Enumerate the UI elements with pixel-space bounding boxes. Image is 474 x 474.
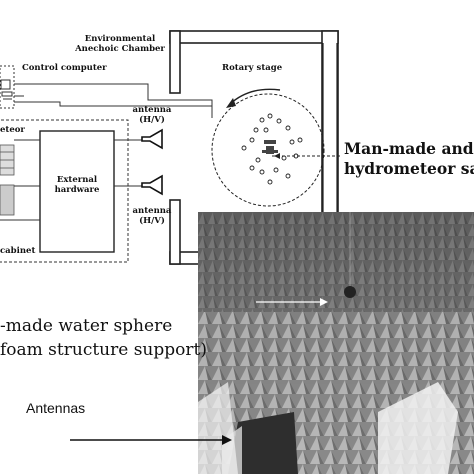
meteor-label: eteor bbox=[0, 125, 25, 135]
sample-label-line1: Man-made and bbox=[344, 139, 474, 158]
computer-icon bbox=[0, 79, 13, 100]
external-hardware-box bbox=[39, 130, 115, 253]
water-sphere-line2: foam structure support) bbox=[0, 340, 207, 360]
sample-holder-icon bbox=[262, 140, 278, 154]
cabinet-enclosure bbox=[0, 119, 129, 263]
rotary-stage-label: Rotary stage bbox=[222, 63, 283, 73]
rotation-arrowhead bbox=[226, 98, 236, 108]
antenna-top-line1: antenna bbox=[132, 105, 172, 115]
antenna-wiring bbox=[0, 139, 142, 221]
sample-label-line2: hydrometeor sa bbox=[344, 159, 474, 178]
horn-antenna-top bbox=[141, 128, 163, 150]
antenna-top-line2: (H/V) bbox=[139, 115, 165, 125]
control-wiring bbox=[14, 83, 213, 118]
control-computer-label: Control computer bbox=[22, 63, 107, 73]
antenna-bottom-line2: (H/V) bbox=[139, 216, 165, 226]
chamber-title-line1: Environmental bbox=[84, 34, 156, 44]
chamber-title: Environmental Anechoic Chamber bbox=[70, 34, 170, 54]
external-hardware-line1: External bbox=[56, 175, 98, 185]
anechoic-chamber-photo bbox=[198, 212, 474, 474]
chamber-title-line2: Anechoic Chamber bbox=[75, 44, 165, 54]
external-hardware-label: External hardware bbox=[40, 175, 114, 195]
water-sphere bbox=[344, 286, 356, 298]
meteor-device-icon bbox=[0, 144, 15, 216]
cabinet-label: cabinet bbox=[0, 246, 36, 256]
rotary-stage-circle bbox=[211, 93, 325, 207]
antennas-label: Antennas bbox=[26, 400, 86, 416]
antenna-top-label: antenna (H/V) bbox=[132, 105, 172, 125]
antenna-bottom-label: antenna (H/V) bbox=[132, 206, 172, 226]
hydrometeor-particles bbox=[241, 113, 303, 185]
rotation-arrow bbox=[229, 88, 281, 105]
water-sphere-line1: -made water sphere bbox=[0, 316, 173, 336]
antenna-bottom-line1: antenna bbox=[132, 206, 172, 216]
external-hardware-line2: hardware bbox=[54, 185, 100, 195]
photo-antenna bbox=[228, 412, 298, 474]
horn-antenna-bottom bbox=[141, 174, 163, 196]
water-sphere-label: -made water sphere foam structure suppor… bbox=[0, 314, 207, 362]
sample-label: Man-made and hydrometeor sa bbox=[344, 139, 474, 179]
